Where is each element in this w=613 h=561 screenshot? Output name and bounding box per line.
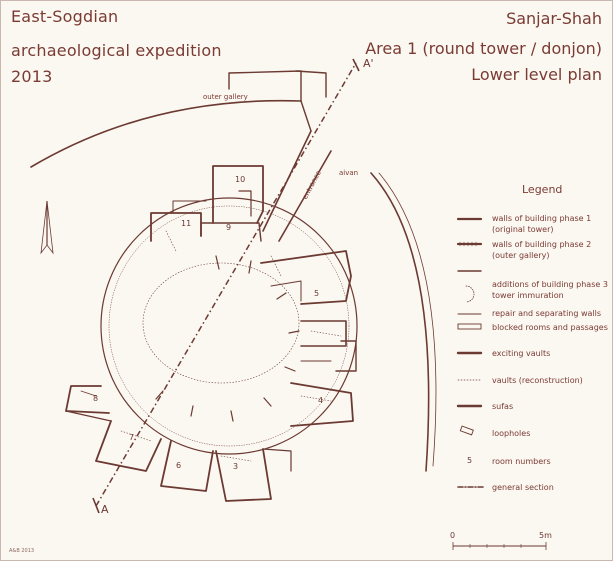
room-5-walls bbox=[260, 250, 352, 305]
legend-item-phase1-line1: walls of building phase 1 bbox=[492, 214, 592, 223]
room-number-icon: 5 bbox=[467, 456, 473, 465]
room-8-walls bbox=[65, 385, 110, 414]
scale-end-label: 5m bbox=[539, 531, 552, 540]
tower-immuration-icon bbox=[465, 285, 475, 303]
legend-item-phase3-line1: additions of building phase 3 bbox=[492, 280, 608, 289]
area-title: Area 1 (round tower / donjon) bbox=[365, 39, 602, 58]
section-end-label: A' bbox=[363, 57, 374, 70]
room-number-5: 5 bbox=[314, 289, 320, 298]
room-10-walls bbox=[212, 165, 264, 224]
expedition-name-line2: archaeological expedition bbox=[11, 41, 222, 60]
room-number-4: 4 bbox=[318, 396, 324, 405]
outer-gallery-wall bbox=[30, 99, 302, 168]
room-number-6: 6 bbox=[176, 461, 182, 470]
legend-icons bbox=[456, 217, 484, 488]
inner-court bbox=[142, 262, 300, 384]
legend-item-phase1: walls of building phase 1 (original towe… bbox=[492, 213, 591, 235]
legend-item-room-numbers: room numbers bbox=[492, 457, 551, 466]
legend-item-phase2: walls of building phase 2 (outer gallery… bbox=[492, 239, 591, 261]
legend-item-phase3: additions of building phase 3 tower immu… bbox=[492, 279, 608, 301]
legend-item-loopholes: loopholes bbox=[492, 429, 531, 438]
legend-item-vaults-reconstruction: vaults (reconstruction) bbox=[492, 376, 583, 385]
room-9-walls bbox=[200, 222, 262, 242]
room-4-walls bbox=[290, 382, 354, 427]
section-start-label: A bbox=[101, 503, 109, 516]
room-number-11: 11 bbox=[181, 219, 192, 228]
legend-item-existing-vaults: exciting vaults bbox=[492, 349, 551, 358]
scale-start-label: 0 bbox=[450, 531, 456, 540]
legend-item-phase3-line2: tower immuration bbox=[492, 291, 564, 300]
room-6-walls bbox=[160, 440, 214, 492]
site-name: Sanjar-Shah bbox=[506, 9, 602, 28]
plan-title: Lower level plan bbox=[471, 65, 602, 84]
room-7-walls bbox=[95, 420, 162, 472]
legend-item-blocked: blocked rooms and passages bbox=[492, 323, 608, 332]
drawing-credit: A&B 2013 bbox=[9, 548, 35, 554]
room-number-7: 7 bbox=[129, 433, 135, 442]
room-number-3: 3 bbox=[233, 462, 239, 471]
legend-item-phase2-line2: (outer gallery) bbox=[492, 251, 550, 260]
scale-bar bbox=[452, 542, 547, 550]
loopholes-icon bbox=[459, 425, 474, 436]
aivan-label: aivan bbox=[339, 169, 359, 177]
general-section-line bbox=[95, 62, 357, 507]
blocked-rooms-icon bbox=[457, 323, 482, 330]
legend-item-phase1-line2: (original tower) bbox=[492, 225, 554, 234]
tower-outer-ring bbox=[100, 197, 358, 455]
legend-item-sufas: sufas bbox=[492, 402, 514, 411]
tower-inner-ring bbox=[108, 205, 350, 447]
legend-item-repair: repair and separating walls bbox=[492, 309, 602, 318]
expedition-year: 2013 bbox=[11, 67, 53, 86]
room-11-walls bbox=[150, 212, 202, 242]
expedition-name-line1: East-Sogdian bbox=[11, 7, 119, 26]
room-number-9: 9 bbox=[226, 223, 232, 232]
outer-gallery-label: outer gallery bbox=[203, 93, 248, 101]
room-3-walls bbox=[215, 448, 272, 502]
room-number-8: 8 bbox=[93, 394, 99, 403]
legend-item-general-section: general section bbox=[492, 483, 554, 492]
legend-title: Legend bbox=[522, 183, 563, 196]
north-arrow-icon bbox=[40, 200, 54, 255]
entrance-corridor bbox=[262, 130, 332, 242]
outer-gallery-east-wall bbox=[370, 172, 430, 472]
legend-item-phase2-line1: walls of building phase 2 bbox=[492, 240, 592, 249]
room-number-10: 10 bbox=[235, 175, 246, 184]
section-ticks bbox=[92, 58, 360, 514]
